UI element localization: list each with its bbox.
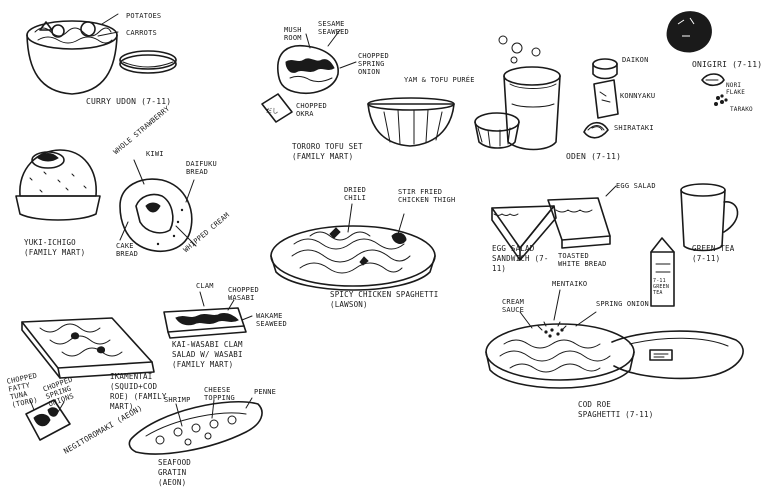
label-sesame-seaweed: SESAME SEAWEED [318, 20, 349, 36]
kai-wasabi-drawing [163, 291, 253, 339]
tofu-sauce-packet-text: だし [266, 108, 279, 115]
label-shirataki: SHIRATAKI [614, 124, 654, 132]
spicy-chicken-spaghetti-drawing [270, 203, 436, 291]
label-cheese-topping: CHEESE TOPPING [204, 386, 235, 402]
caption-oden: ODEN (7-11) [566, 152, 622, 161]
onigiri-drawing [666, 11, 728, 106]
caption-spicy-chicken-spaghetti: SPICY CHICKEN SPAGHETTI (LAWSON) [330, 290, 439, 309]
caption-tororo-tofu-set: TORORO TOFU SET (FAMILY MART) [292, 142, 363, 161]
label-yam-tofu-puree: YAM & TOFU PURÉE [404, 76, 475, 84]
caption-egg-salad-sandwich: EGG SALAD SANDWICH (7-11) [492, 244, 549, 273]
label-penne: PENNE [254, 388, 277, 396]
curry-udon-drawing [26, 13, 177, 95]
label-spring-onion: SPRING ONION [596, 300, 649, 308]
label-cake-bread: CAKE BREAD [116, 242, 139, 258]
label-mushroom: MUSH ROOM [284, 26, 302, 42]
label-wakame-seaweed: WAKAME SEAWEED [256, 312, 287, 328]
label-carrots: CARROTS [126, 29, 157, 37]
oden-drawing [474, 35, 619, 151]
cod-roe-spaghetti-drawing [485, 289, 744, 389]
label-chopped-okra: CHOPPED OKRA [296, 102, 327, 118]
egg-salad-sandwich-drawing [491, 185, 617, 261]
label-dried-chili: DRIED CHILI [344, 186, 367, 202]
label-stir-fried-chicken-thigh: STIR FRIED CHICKEN THIGH [398, 188, 456, 204]
label-chopped-wasabi: CHOPPED WASABI [228, 286, 259, 302]
label-mentaiko: MENTAIKO [552, 280, 588, 288]
label-toasted-white-bread: TOASTED WHITE BREAD [558, 252, 607, 268]
label-clam: CLAM [196, 282, 214, 290]
label-daikon: DAIKON [622, 56, 649, 64]
label-tarako: TARAKO [730, 106, 753, 113]
caption-cod-roe-spaghetti: COD ROE SPAGHETTI (7-11) [578, 400, 654, 419]
caption-yuki-ichigo: YUKI-ICHIGO (FAMILY MART) [24, 238, 86, 257]
negitoromaki-drawing [25, 399, 71, 441]
tororo-tofu-drawing [261, 29, 455, 147]
label-daifuku-bread: DAIFUKU BREAD [186, 160, 217, 176]
caption-onigiri: ONIGIRI (7-11) [692, 60, 763, 69]
label-konnyaku: KONNYAKU [620, 92, 656, 100]
yuki-ichigo-drawing [15, 149, 197, 253]
label-shrimp: SHRIMP [164, 396, 191, 404]
label-egg-salad: EGG SALAD [616, 182, 656, 190]
label-chopped-spring-onion: CHOPPED SPRING ONION [358, 52, 389, 76]
label-kiwi: KIWI [146, 150, 164, 158]
green-tea-drawing [650, 183, 739, 307]
caption-kai-wasabi: KAI-WASABI CLAM SALAD W/ WASABI (FAMILY … [172, 340, 243, 369]
caption-curry-udon: CURRY UDON (7-11) [86, 97, 172, 106]
ikamentai-drawing [21, 317, 155, 379]
caption-seafood-gratin: SEAFOOD GRATIN (AEON) [158, 458, 192, 487]
label-chopped-fatty-tuna: CHOPPED FATTY TUNA (TORO) [6, 371, 39, 410]
caption-green-tea: GREEN TEA (7-11) [692, 244, 735, 263]
green-tea-carton-text: 7-11 GREEN TEA [653, 278, 670, 296]
label-potatoes: POTATOES [126, 12, 162, 20]
seafood-gratin-drawing [128, 397, 263, 455]
label-nori-flake: NORI FLAKE [726, 82, 746, 96]
label-cream-sauce: CREAM SAUCE [502, 298, 525, 314]
caption-ikamentai: IKAMENTAI (SQUID+COD ROE) (FAMILY MART) [110, 372, 167, 411]
